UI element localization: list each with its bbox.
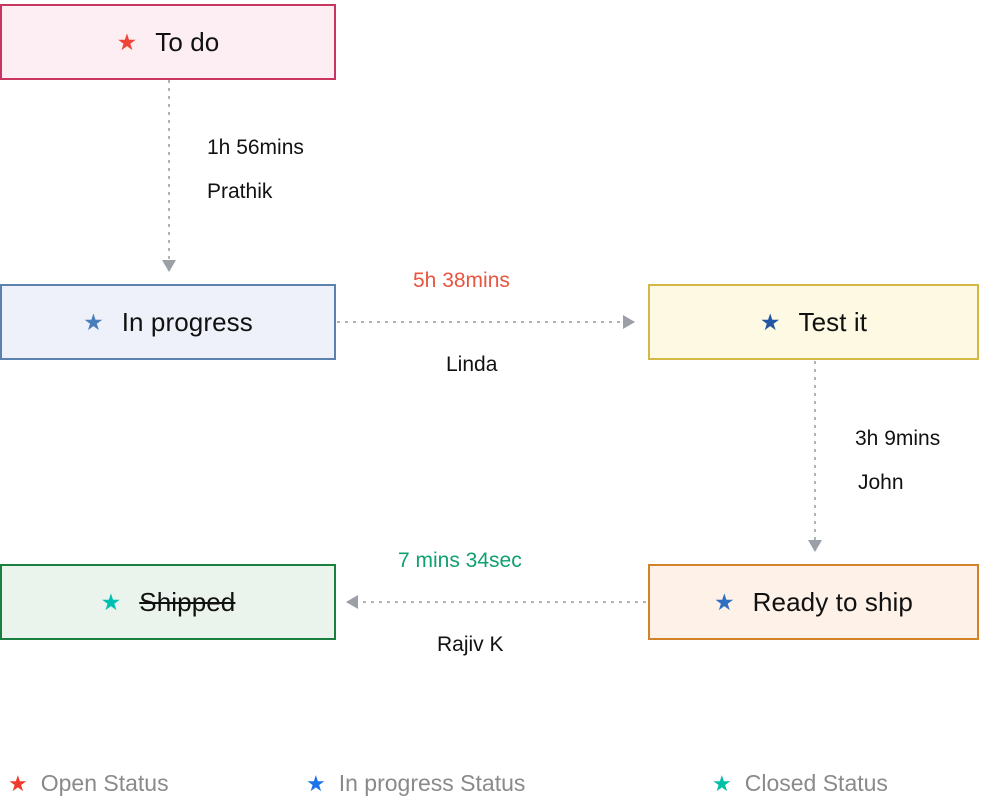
edge-actor-testit-to-readytoship: John: [858, 471, 904, 494]
star-icon: ★: [712, 770, 732, 796]
status-legend: ★ Open Status ★ In progress Status ★ Clo…: [0, 762, 982, 806]
status-node-test-it[interactable]: ★ Test it: [648, 284, 979, 360]
edge-actor-todo-to-inprogress: Prathik: [207, 180, 273, 203]
legend-item-label: In progress Status: [338, 770, 526, 796]
legend-item-label: Closed Status: [744, 770, 888, 796]
status-node-to-do[interactable]: ★ To do: [0, 4, 336, 80]
status-node-label: To do: [155, 26, 220, 57]
status-node-label: Shipped: [139, 586, 236, 617]
legend-item-open-status: ★ Open Status: [8, 770, 169, 797]
star-icon: ★: [714, 588, 735, 615]
status-node-ready-to-ship[interactable]: ★ Ready to ship: [648, 564, 979, 640]
star-icon: ★: [83, 308, 104, 335]
status-node-label: Ready to ship: [752, 586, 913, 617]
status-node-label: Test it: [798, 306, 868, 337]
star-icon: ★: [306, 770, 326, 796]
edge-duration-testit-to-readytoship: 3h 9mins: [855, 427, 941, 450]
star-icon: ★: [116, 28, 138, 55]
edge-actor-readytoship-to-shipped: Rajiv K: [437, 633, 504, 656]
star-icon: ★: [100, 588, 122, 615]
star-icon: ★: [8, 770, 28, 796]
status-node-label: In progress: [121, 306, 253, 337]
legend-item-in-progress-status: ★ In progress Status: [306, 770, 525, 797]
edge-actor-inprogress-to-testit: Linda: [446, 353, 498, 376]
edge-duration-inprogress-to-testit: 5h 38mins: [413, 269, 510, 292]
star-icon: ★: [759, 308, 781, 335]
legend-item-closed-status: ★ Closed Status: [712, 770, 888, 797]
status-node-in-progress[interactable]: ★ In progress: [0, 284, 336, 360]
edge-duration-readytoship-to-shipped: 7 mins 34sec: [398, 549, 522, 572]
status-node-shipped[interactable]: ★ Shipped: [0, 564, 336, 640]
legend-item-label: Open Status: [40, 770, 169, 796]
edge-duration-todo-to-inprogress: 1h 56mins: [207, 136, 304, 159]
